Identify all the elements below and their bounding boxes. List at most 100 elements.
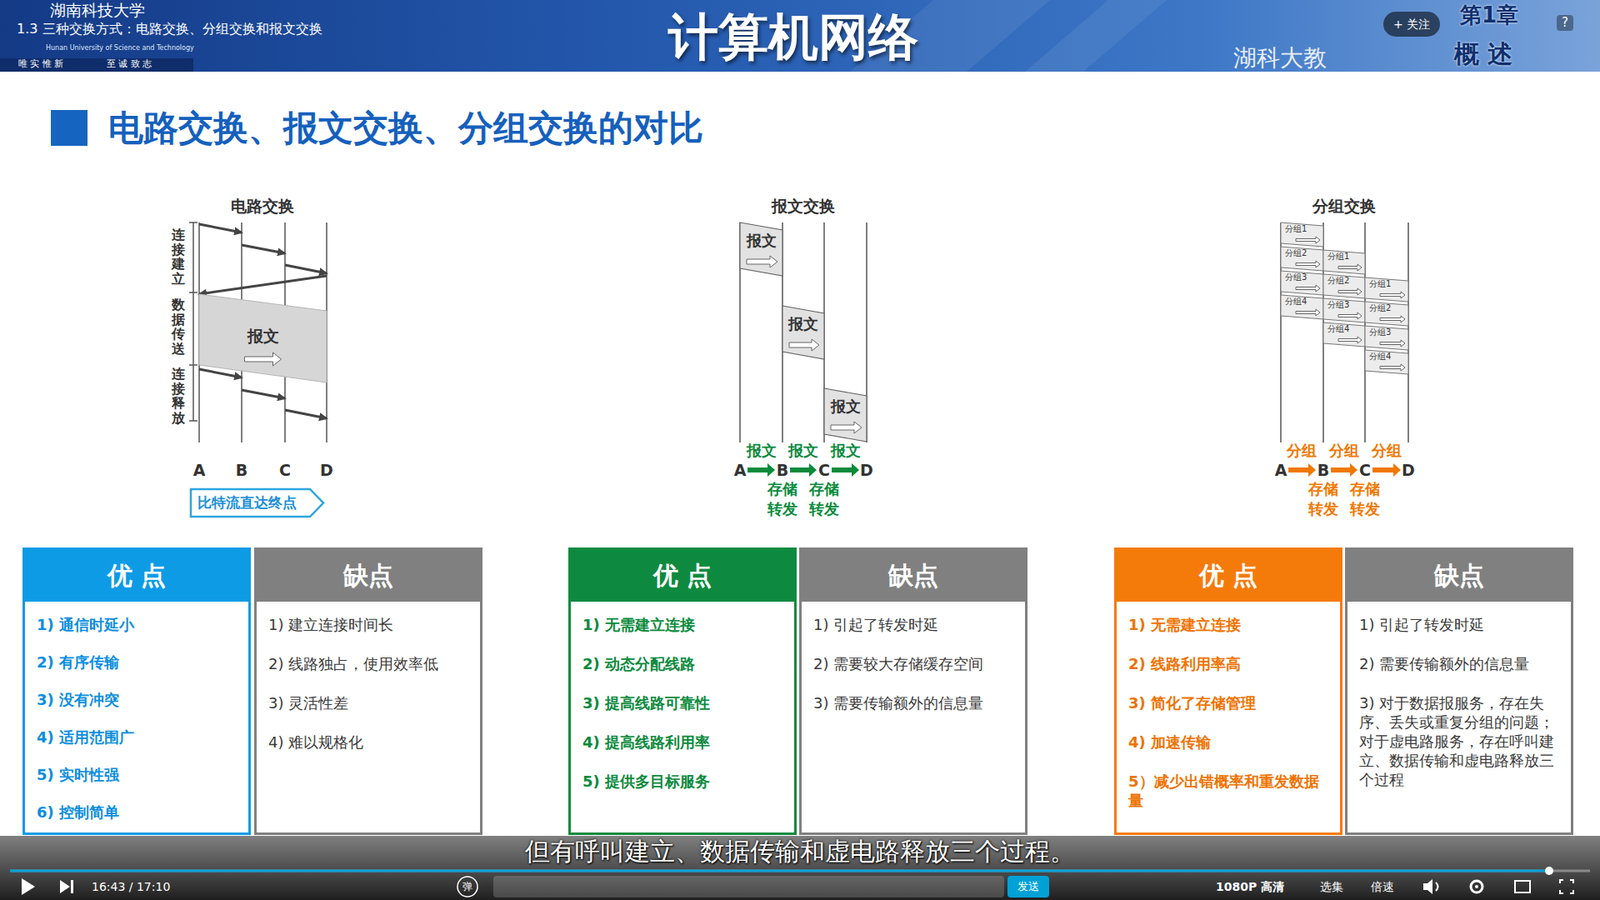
packet-box: 分组4 xyxy=(1280,295,1324,320)
volume-icon xyxy=(1423,879,1433,895)
send-button: 发送 xyxy=(1007,875,1050,898)
list-item: 5) 提供多目标服务 xyxy=(582,771,786,791)
cons-panel: 缺点1) 引起了转发时延2) 需要传输额外的信息量3) 对于数据报服务，存在失序… xyxy=(1345,547,1574,835)
box-shape xyxy=(1323,322,1365,347)
panel-heading: 缺点 xyxy=(343,561,394,591)
box-shape xyxy=(740,222,783,276)
box-shape xyxy=(1280,222,1324,247)
course-title: 计算机网络 xyxy=(668,11,919,62)
store-forward: 转发 xyxy=(1308,501,1339,517)
hop-arrow xyxy=(747,463,775,477)
university-name-en: Hunan University of Science and Technolo… xyxy=(45,44,195,52)
signal-arrow xyxy=(285,410,327,419)
panel-body: 1) 建立连接时间长2) 线路独占，使用效率低3) 灵活性差4) 难以规格化 xyxy=(256,601,480,833)
list-item: 1) 无需建立连接 xyxy=(582,615,786,635)
panel-header: 缺点 xyxy=(1347,550,1571,602)
panel-body: 1) 通信时延小2) 有序传输3) 没有冲突4) 适用范围广5) 实时性强6) … xyxy=(25,601,249,833)
play-icon xyxy=(21,878,35,895)
danmaku-toggle: 弹 xyxy=(462,881,473,892)
hop-arrow xyxy=(1330,463,1358,477)
store-forward: 转发 xyxy=(767,501,798,517)
node-label: 分组1 xyxy=(1369,279,1391,290)
help-icon: ? xyxy=(1556,15,1574,31)
follow-button: + 关注 xyxy=(1383,11,1440,37)
box-shape xyxy=(782,305,825,360)
settings-icon xyxy=(1475,885,1479,889)
panel-heading: 优 点 xyxy=(107,561,166,591)
node-letter: D xyxy=(860,462,874,479)
node-label: 分组2 xyxy=(1285,248,1307,259)
list-item: 2) 需要传输额外的信息量 xyxy=(1359,654,1563,674)
fullscreen-icon xyxy=(1560,880,1574,894)
hop-unit: 报文 xyxy=(830,443,861,459)
phase-bracket xyxy=(189,420,198,422)
message-box: 报文 xyxy=(782,305,825,360)
node-letter: C xyxy=(818,462,830,479)
pros-panel: 优 点1) 无需建立连接2) 动态分配线路3) 提高线路可靠性4) 提高线路利用… xyxy=(568,547,797,835)
node-label: 报文 xyxy=(740,232,783,250)
box-shape xyxy=(1280,246,1324,271)
list-item: 4) 加速传输 xyxy=(1128,732,1332,752)
motto-strip xyxy=(0,58,194,72)
direction-arrow xyxy=(830,421,862,434)
node-letter: A xyxy=(193,462,206,479)
direction-arrow-box: 比特流直达终点 xyxy=(189,487,325,519)
speed-button: 倍速 xyxy=(1370,880,1395,894)
panel-body: 1) 无需建立连接2) 线路利用率高3) 简化了存储管理4) 加速传输5）减少出… xyxy=(1116,601,1340,833)
danmaku-icon xyxy=(457,876,478,897)
panel-header: 缺点 xyxy=(801,550,1025,602)
packet-box: 分组4 xyxy=(1323,322,1365,347)
packet-box: 分组3 xyxy=(1280,270,1324,295)
box-shape xyxy=(1365,277,1409,302)
panel-heading: 优 点 xyxy=(653,561,712,591)
direction-arrow xyxy=(1295,309,1320,316)
pros-panel: 优 点1) 无需建立连接2) 线路利用率高3) 简化了存储管理4) 加速传输5）… xyxy=(1114,547,1343,835)
signal-arrow xyxy=(285,265,327,274)
video-title: 1.3 三种交换方式：电路交换、分组交换和报文交换 xyxy=(16,21,323,37)
direction-arrow xyxy=(1380,340,1405,347)
next-icon xyxy=(60,880,70,894)
direction-arrow xyxy=(1295,285,1320,292)
next-icon xyxy=(70,880,74,894)
store-forward: 转发 xyxy=(809,501,840,517)
list-item: 3) 没有冲突 xyxy=(36,690,240,710)
node-label: 分组4 xyxy=(1285,296,1307,307)
node-label: 分组4 xyxy=(1369,351,1391,362)
direction-arrow xyxy=(1380,315,1405,323)
list-item: 1) 引起了转发时延 xyxy=(1359,615,1563,635)
store-forward: 存储 xyxy=(809,481,840,497)
node-label: 报文 xyxy=(199,327,327,346)
node-label: 报文 xyxy=(782,315,825,334)
list-item: 5）减少出错概率和重发数据量 xyxy=(1128,771,1332,810)
list-item: 2) 线路利用率高 xyxy=(1128,654,1332,674)
panel-header: 优 点 xyxy=(25,550,249,602)
box-shape xyxy=(824,388,867,442)
box-shape xyxy=(1280,295,1324,320)
packet-box: 分组3 xyxy=(1323,298,1365,323)
packet-box: 分组2 xyxy=(1323,274,1365,299)
direction-arrow xyxy=(1338,264,1362,271)
list-item: 2) 动态分配线路 xyxy=(582,654,786,674)
quality-button: 1080P 高清 xyxy=(1215,880,1285,894)
message-box: 报文 xyxy=(824,388,867,442)
list-item: 2) 线路独占，使用效率低 xyxy=(268,654,472,674)
band-shape xyxy=(199,294,327,383)
node-letter: B xyxy=(776,462,789,479)
direction-arrow xyxy=(1295,236,1320,244)
signal-arrow xyxy=(199,224,242,233)
hop-unit: 分组 xyxy=(1286,443,1317,459)
list-item: 3) 灵活性差 xyxy=(268,693,472,713)
direction-arrow xyxy=(789,339,820,351)
diagram-title: 报文交换 xyxy=(771,198,835,215)
list-item: 1) 无需建立连接 xyxy=(1128,615,1332,635)
list-item: 1) 通信时延小 xyxy=(36,615,240,635)
chapter-number: 第1章 xyxy=(1460,3,1519,29)
list-item: 3) 需要传输额外的信息量 xyxy=(813,693,1017,713)
node-label: 分组2 xyxy=(1327,275,1350,286)
node-letter: C xyxy=(279,462,291,479)
hop-arrow xyxy=(831,463,860,477)
hop-unit: 报文 xyxy=(746,443,777,459)
store-forward: 存储 xyxy=(1308,481,1339,497)
hop-arrow xyxy=(1372,463,1401,477)
list-item: 3) 提高线路可靠性 xyxy=(582,693,786,713)
